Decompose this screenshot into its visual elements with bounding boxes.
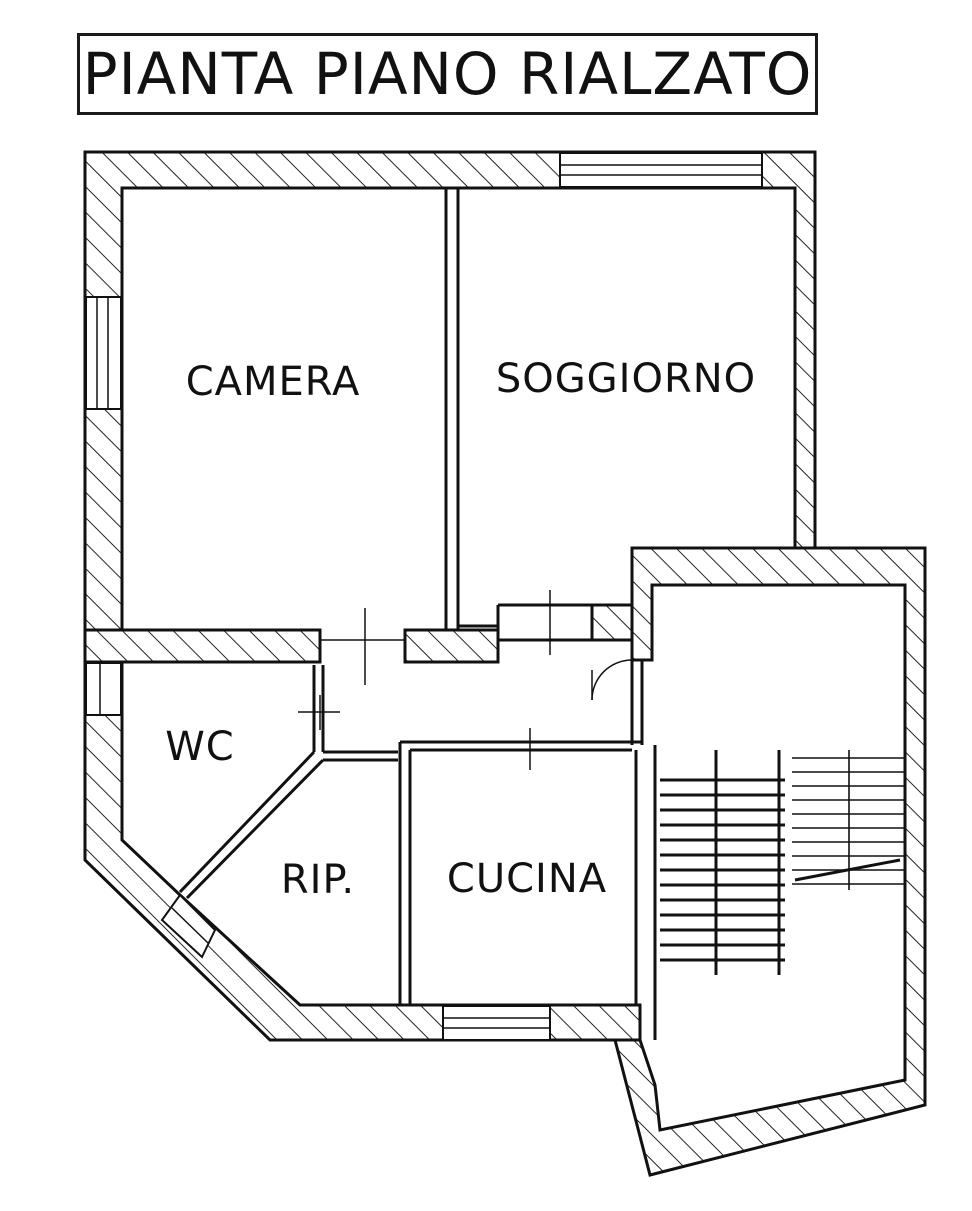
room-label-camera: CAMERA bbox=[186, 359, 361, 405]
window-soggiorno bbox=[559, 152, 763, 188]
window-ripostiglio bbox=[160, 893, 217, 959]
door-entrance-swing bbox=[591, 659, 633, 701]
room-label-cucina: CUCINA bbox=[447, 856, 607, 902]
room-label-ripostiglio: RIP. bbox=[281, 857, 355, 903]
interior-wall-camera-right bbox=[403, 628, 500, 664]
plan-title: PIANTA PIANO RIALZATO bbox=[82, 40, 813, 108]
window-cucina bbox=[442, 1005, 551, 1041]
plan-title-box: PIANTA PIANO RIALZATO bbox=[77, 33, 818, 115]
stair-cut-line bbox=[794, 858, 901, 882]
room-label-soggiorno: SOGGIORNO bbox=[496, 356, 756, 402]
window-camera bbox=[85, 296, 122, 410]
room-label-wc: WC bbox=[165, 724, 234, 770]
staircase bbox=[660, 750, 905, 975]
window-wc bbox=[85, 662, 122, 716]
interior-wall-camera-bottom bbox=[83, 628, 322, 664]
partition-camera-soggiorno bbox=[444, 186, 460, 632]
outer-wall-stair bbox=[613, 546, 927, 1177]
interior-wall-soggiorno-right bbox=[590, 603, 634, 642]
outer-wall-lower-left bbox=[83, 658, 642, 1042]
